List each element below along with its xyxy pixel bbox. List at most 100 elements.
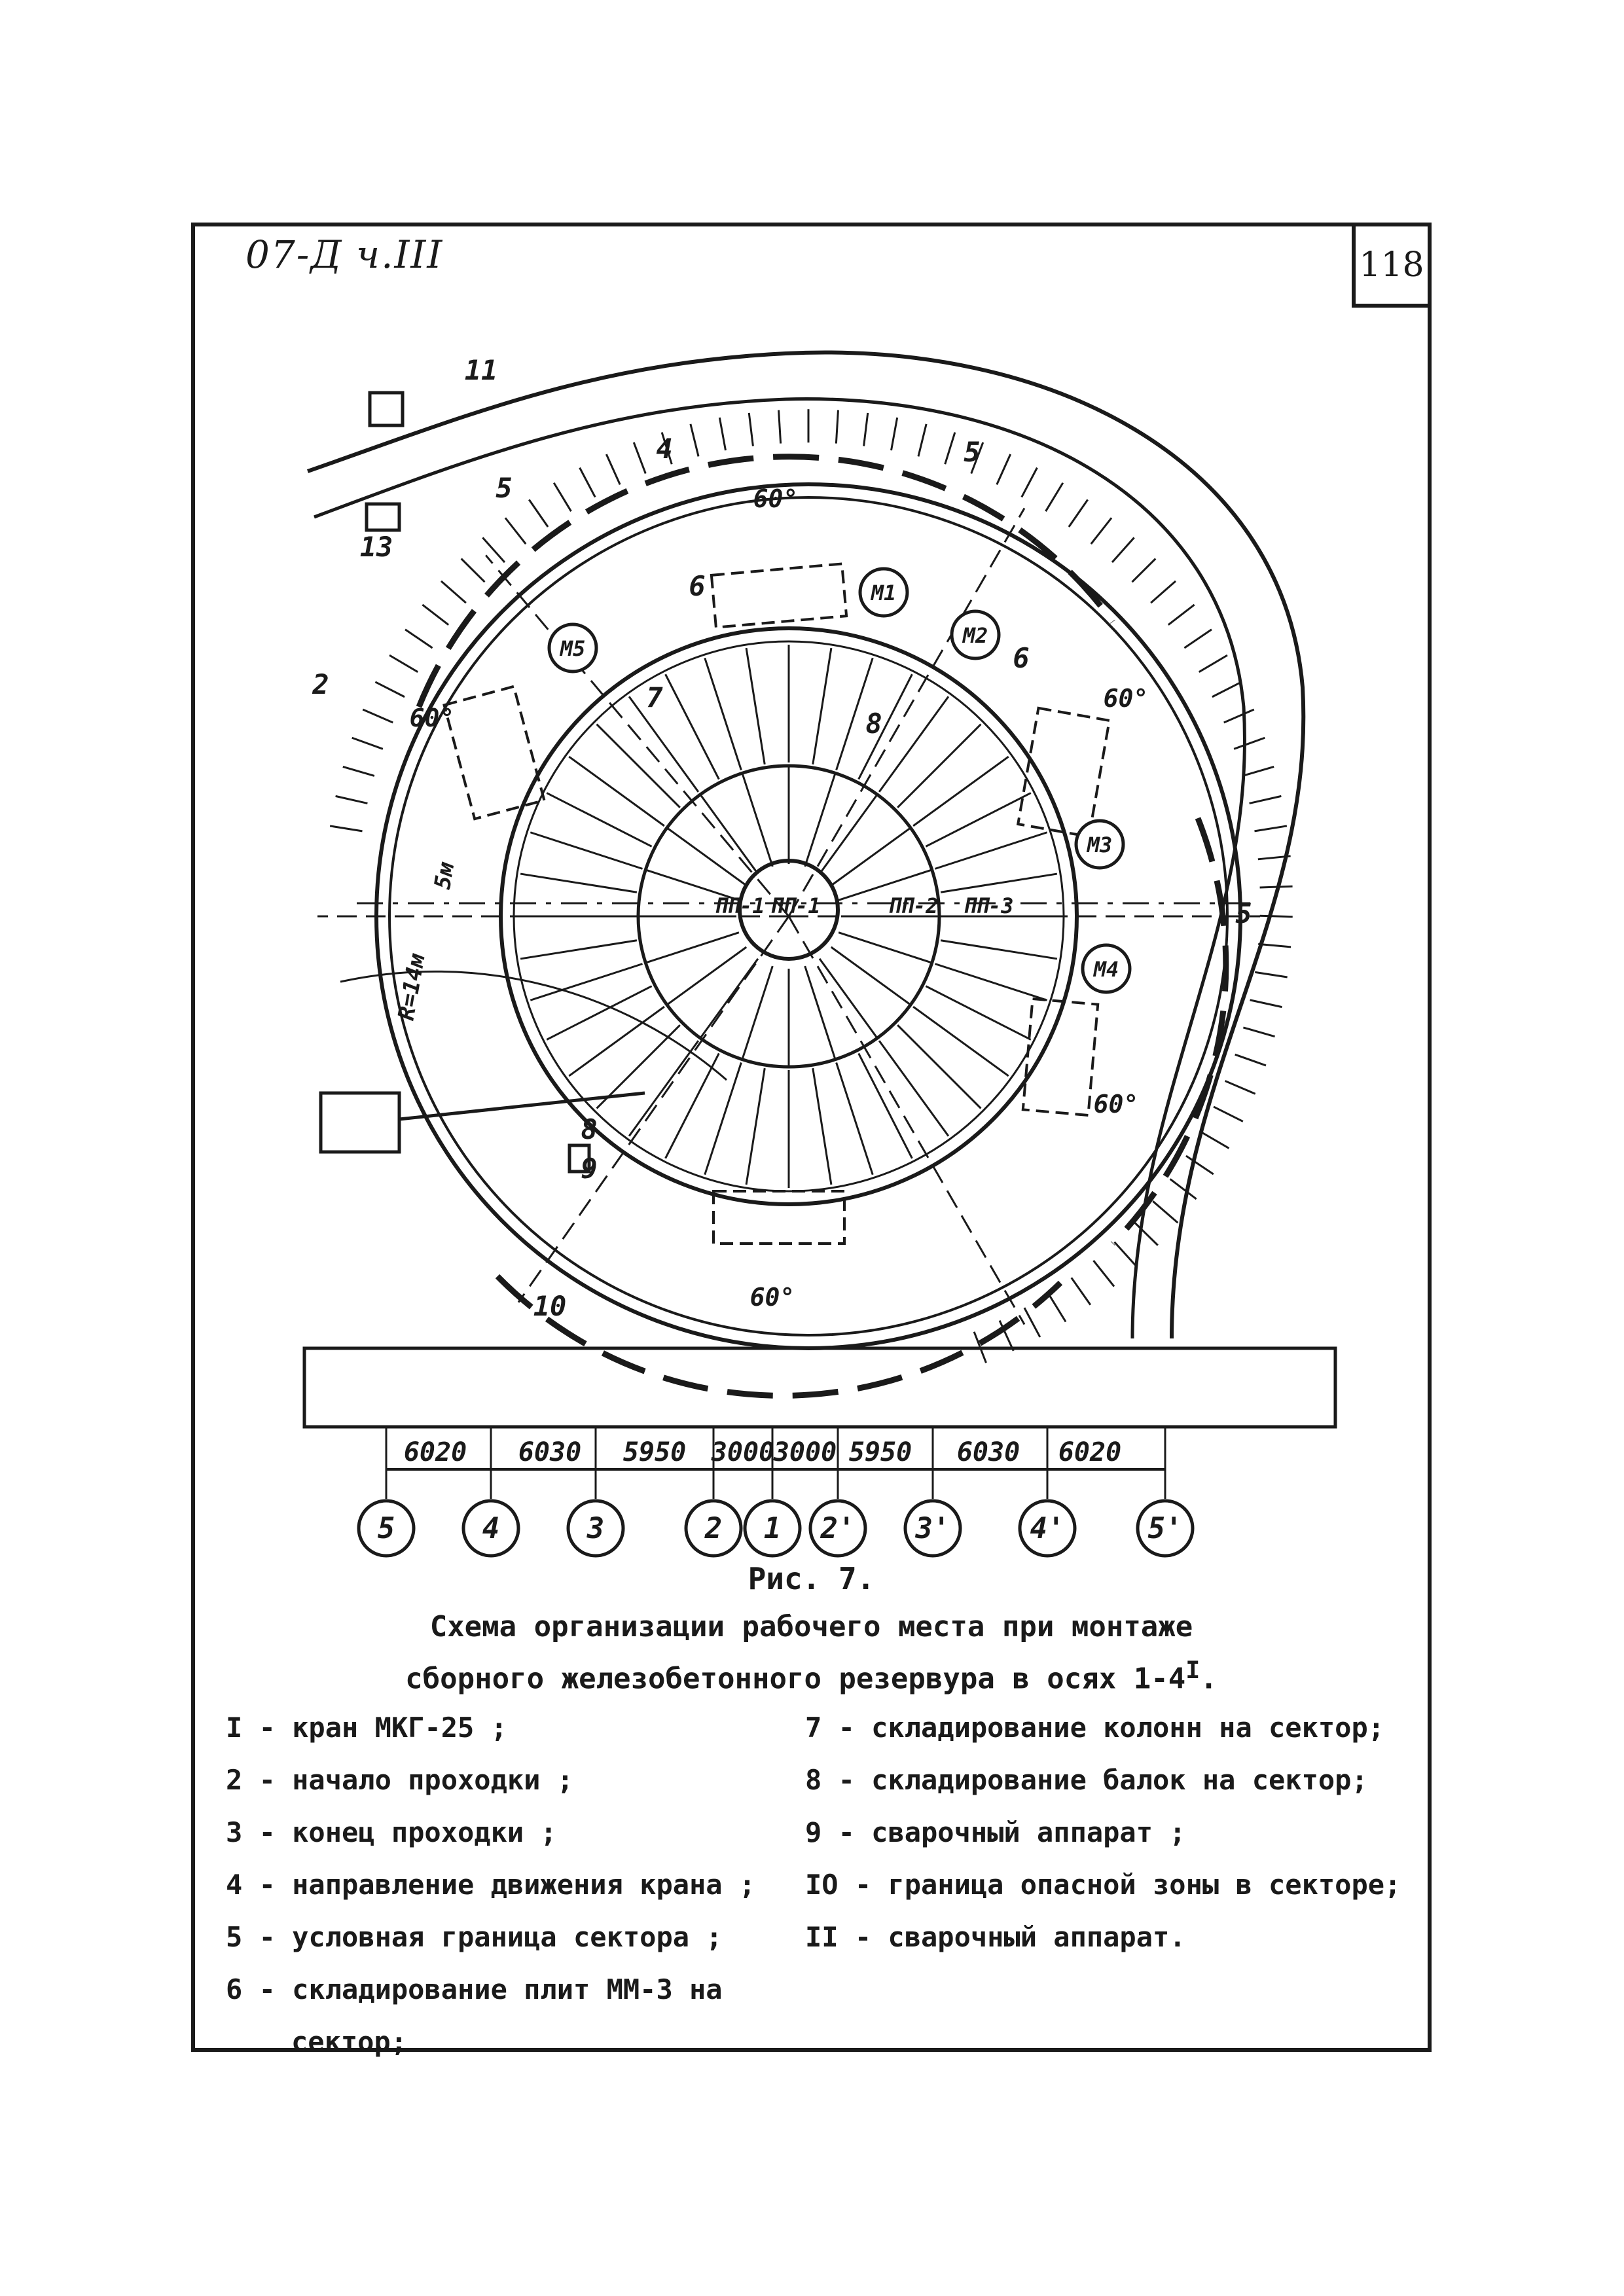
caption-period: .	[1200, 1662, 1218, 1696]
sector-angle-label: 60°	[1094, 1090, 1139, 1119]
legend-item: 4 - направление движения крана ;	[226, 1869, 756, 1901]
legend-left: I - кран МКГ-25 ; 2 - начало проходки ; …	[226, 1702, 789, 2068]
axis-bubble	[357, 1499, 416, 1558]
track-hatch	[1183, 628, 1212, 649]
beam	[700, 795, 759, 875]
track-hatch	[689, 423, 700, 457]
track-hatch	[335, 795, 368, 804]
slab-rib	[596, 1024, 681, 1109]
radius-small-label: 5м	[429, 860, 460, 891]
beam	[838, 869, 931, 901]
track-hatch	[632, 442, 647, 475]
dimension-value: 5950	[623, 1437, 686, 1467]
beam	[646, 869, 740, 901]
mechanism-marker-label: M5	[560, 636, 586, 661]
sector-boundary	[485, 554, 790, 917]
track-hatch	[1070, 1277, 1092, 1306]
slab-rib	[704, 1062, 742, 1175]
figure-caption-superscript: I	[1185, 1656, 1200, 1684]
drawing-frame	[191, 223, 1432, 2052]
axis-label: 1	[764, 1512, 782, 1545]
figure-caption-line1: Схема организации рабочего места при мон…	[429, 1610, 1193, 1643]
track-hatch	[944, 432, 956, 465]
axis-bubble	[1018, 1499, 1077, 1558]
sector-angle-label: 60°	[753, 484, 799, 513]
track-hatch	[718, 417, 727, 451]
track-hatch	[1223, 708, 1255, 724]
track-hatch	[482, 537, 506, 564]
legend-item: 7 - складирование колонн на сектор;	[805, 1712, 1385, 1744]
track-hatch	[970, 442, 984, 475]
section-mark: 5	[1235, 897, 1252, 929]
slab-rib	[704, 657, 742, 770]
crane-body	[319, 1091, 401, 1154]
track-hatch	[374, 681, 405, 698]
sector-angle-label: 60°	[1104, 684, 1149, 713]
sector-boundary	[517, 916, 790, 1303]
sector-boundary	[787, 916, 1026, 1325]
track-hatch	[660, 432, 673, 465]
slab-rib	[664, 673, 720, 780]
mechanism-marker-circle	[858, 567, 909, 618]
slab-rib	[530, 831, 643, 870]
slab-rib	[912, 1005, 1009, 1077]
figure-title: Рис. 7.	[748, 1561, 875, 1596]
track-hatch	[329, 825, 363, 833]
sector-boundary	[787, 507, 1026, 917]
slab-rib	[530, 963, 643, 1001]
track-hatch	[863, 412, 869, 446]
track-hatch	[1243, 1026, 1275, 1038]
document-code: 07-Д ч.III	[245, 232, 444, 277]
axis-bubble	[743, 1499, 802, 1558]
track-hatch	[1152, 1200, 1179, 1224]
axis-bubble	[808, 1499, 867, 1558]
track-hatch	[1258, 942, 1291, 948]
beam	[838, 931, 931, 963]
slab-rib	[812, 647, 833, 765]
callout-number: 9	[581, 1153, 597, 1185]
axis-bubble	[1136, 1499, 1195, 1558]
slab-rib	[897, 723, 982, 808]
track-hatch	[778, 410, 782, 444]
track-hatch	[579, 467, 596, 498]
track-hatch	[1235, 1053, 1267, 1067]
slab-rib	[628, 1040, 700, 1137]
beam	[742, 774, 774, 867]
axis-label: 5'	[1148, 1512, 1183, 1545]
slab-rib	[835, 657, 874, 770]
slab-rib	[935, 831, 1048, 870]
track-hatch	[1249, 795, 1282, 804]
track-hatch	[389, 654, 418, 673]
callout-number: 11	[465, 354, 498, 386]
track-hatch	[1224, 1080, 1256, 1095]
sheet-number: 118	[1352, 223, 1432, 308]
figure-caption-line2-text: сборного железобетонного резервура в ося…	[405, 1662, 1186, 1696]
legend-item: 3 - конец проходки ;	[226, 1816, 557, 1848]
crane-track-outer	[307, 350, 1306, 1339]
slab-rib	[664, 1052, 720, 1159]
track-hatch	[1023, 1307, 1041, 1338]
mechanism-marker-circle	[950, 609, 1001, 660]
legend-item: 6 - складирование плит ММ-3 на	[226, 1973, 723, 2005]
axis-label: 3'	[915, 1512, 950, 1545]
crane-boom	[399, 1091, 645, 1121]
track-hatch	[996, 454, 1012, 485]
beam	[646, 931, 740, 963]
track-hatch	[362, 708, 393, 724]
storage-area	[1016, 706, 1111, 838]
dimension-value: 5950	[849, 1437, 912, 1467]
slab-rib	[925, 985, 1032, 1041]
legend-item: I - кран МКГ-25 ;	[226, 1712, 507, 1744]
track-hatch	[552, 482, 572, 512]
slab-rib	[925, 792, 1032, 848]
track-hatch	[1047, 1293, 1067, 1323]
axis-bubble	[566, 1499, 625, 1558]
track-hatch	[1068, 499, 1089, 528]
callout-number: 6	[689, 570, 705, 602]
panel-label: ПП-1	[714, 893, 765, 918]
beam	[804, 965, 836, 1059]
callout-number: 5	[496, 472, 512, 504]
storage-area	[710, 562, 848, 629]
legend-item: IO - граница опасной зоны в секторе;	[805, 1869, 1401, 1901]
track-hatch	[1133, 1221, 1159, 1246]
